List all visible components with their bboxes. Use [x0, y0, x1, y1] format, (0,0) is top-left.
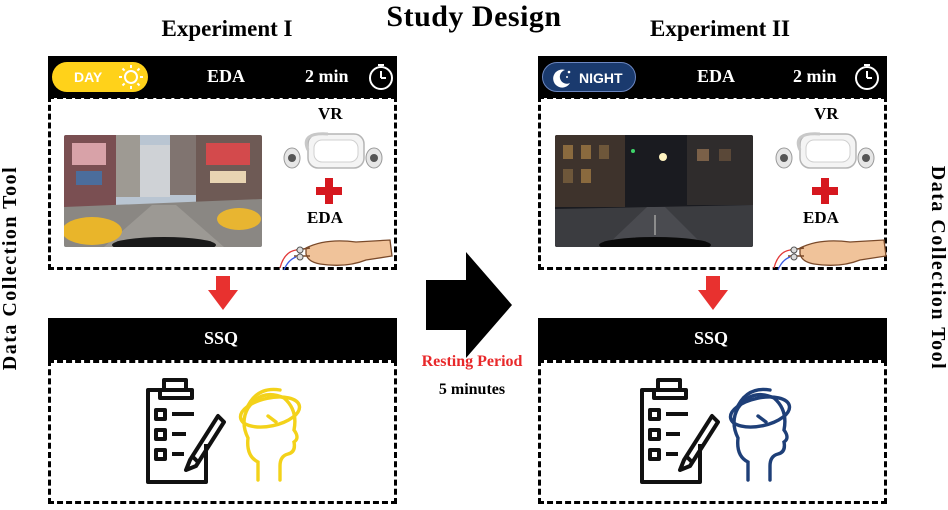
next-experiment-arrow-icon	[426, 252, 512, 358]
data-collection-tool-label-right: Data Collection Tool	[927, 165, 948, 371]
experiment-2-questionnaire-box	[538, 360, 887, 504]
experiment-1-header-bar: DAY EDA 2 min	[48, 56, 397, 98]
data-collection-tool-label-left: Data Collection Tool	[0, 165, 21, 371]
experiment-1-stimulus-box	[48, 96, 397, 270]
duration-label: 2 min	[305, 66, 349, 86]
eda-signal-label: EDA	[207, 66, 246, 86]
hand-eda-sensor-icon	[773, 239, 887, 271]
night-mode-label: NIGHT	[579, 70, 623, 86]
experiment-2-ssq-bar: SSQ	[538, 318, 887, 360]
experiment-1-ssq-bar: SSQ	[48, 318, 397, 360]
day-city-street-image	[64, 135, 262, 247]
experiment-1-questionnaire-box	[48, 360, 397, 504]
plus-icon	[316, 178, 342, 204]
down-arrow-icon	[208, 276, 238, 310]
ssq-label: SSQ	[204, 328, 239, 348]
resting-period: Resting Period 5 minutes	[402, 353, 542, 399]
resting-period-duration: 5 minutes	[438, 381, 506, 398]
experiment-2-title: Experiment II	[650, 16, 790, 41]
vr-headset-icon	[283, 132, 383, 169]
plus-icon	[812, 178, 838, 204]
down-arrow-icon	[698, 276, 728, 310]
page-title: Study Design	[386, 0, 562, 33]
clipboard-questionnaire-icon	[640, 378, 720, 484]
eda-signal-label: EDA	[697, 66, 736, 86]
dizzy-head-icon	[728, 387, 792, 482]
hand-eda-sensor-icon	[279, 239, 393, 271]
night-mode-badge: NIGHT	[542, 62, 636, 92]
eda-device-label: EDA	[803, 208, 839, 227]
eda-device-label: EDA	[307, 208, 343, 227]
sun-icon	[119, 65, 143, 89]
night-city-street-image	[555, 135, 753, 247]
experiment-2-header-bar: NIGHT EDA 2 min	[538, 56, 887, 98]
ssq-label: SSQ	[694, 328, 729, 348]
day-mode-badge: DAY	[52, 62, 148, 92]
experiment-1-title: Experiment I	[161, 16, 293, 41]
clock-icon	[855, 64, 879, 90]
dizzy-head-icon	[238, 387, 302, 482]
resting-period-label: Resting Period	[421, 353, 523, 370]
vr-label: VR	[814, 104, 839, 123]
clipboard-questionnaire-icon	[146, 378, 226, 484]
vr-headset-icon	[775, 132, 875, 169]
moon-icon	[553, 69, 571, 88]
vr-label: VR	[318, 104, 343, 123]
experiment-2-stimulus-box	[538, 96, 887, 270]
duration-label: 2 min	[793, 66, 837, 86]
clock-icon	[369, 64, 393, 90]
day-mode-label: DAY	[74, 69, 103, 85]
